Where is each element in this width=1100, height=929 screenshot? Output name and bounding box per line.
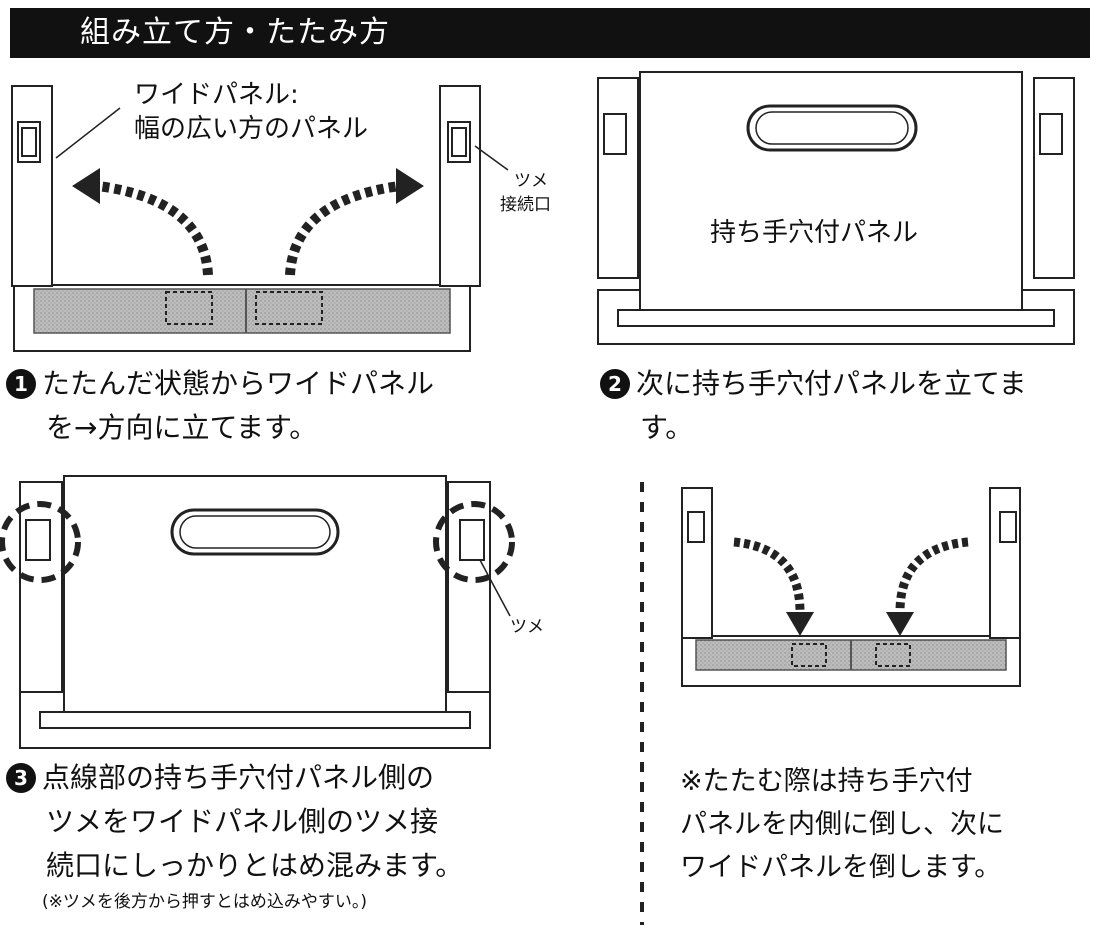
fold-note-line3: ワイドパネルを倒します。: [680, 852, 1002, 883]
figure-1-folded-base: [11, 85, 509, 352]
fold-note-line1: ※たたむ際は持ち手穴付: [680, 766, 973, 797]
step-2-line1: 次に持ち手穴付パネルを立てま: [636, 367, 1027, 400]
wide-panel-right: [439, 85, 481, 287]
claw-label-fig3: ツメ: [510, 617, 544, 637]
step-number-badge: 3: [6, 763, 36, 793]
step-1-line2: を→方向に立てます。: [46, 411, 318, 444]
claw-label: ツメ: [514, 171, 548, 191]
arrow-down-icon: [886, 612, 914, 636]
claw-slot-label: 接続口: [500, 195, 551, 215]
step-1-line1: たたんだ状態からワイドパネル: [42, 367, 435, 400]
figure-2-handle-panel: [597, 71, 1075, 345]
highlight-circle-right: [433, 501, 515, 583]
step-3-line1: 点線部の持ち手穴付パネル側の: [42, 761, 435, 794]
wide-panel-left: [11, 85, 53, 287]
arrow-left-icon: [72, 168, 100, 204]
figure-4-folding: [681, 487, 1021, 687]
step-3-line3: 続口にしっかりとはめ混みます。: [46, 849, 464, 882]
wide-panel-description: 幅の広い方のパネル: [134, 114, 369, 144]
step-3-line2: ツメをワイドパネル側のツメ接: [46, 805, 439, 838]
step-2-line2: す。: [640, 411, 694, 444]
handle-hole: [170, 508, 340, 556]
wide-panel-label: ワイドパネル:: [134, 80, 299, 110]
handle-hole: [746, 104, 918, 152]
handle-panel-label: 持ち手穴付パネル: [710, 218, 919, 248]
arrow-down-icon: [786, 612, 814, 636]
figure-3-claw-connection: [0, 475, 515, 749]
arrow-right-icon: [396, 168, 424, 204]
section-header: 組み立て方・たたみ方: [10, 8, 1090, 58]
fold-note-line2: パネルを内側に倒し、次に: [680, 809, 1004, 840]
section-title: 組み立て方・たたみ方: [80, 15, 390, 50]
step-number-badge: 2: [600, 369, 630, 399]
step-number-badge: 1: [6, 369, 36, 399]
step-3-note: (※ツメを後方から押すとはめ込みやすい。): [42, 892, 368, 912]
highlight-circle-left: [0, 501, 81, 583]
